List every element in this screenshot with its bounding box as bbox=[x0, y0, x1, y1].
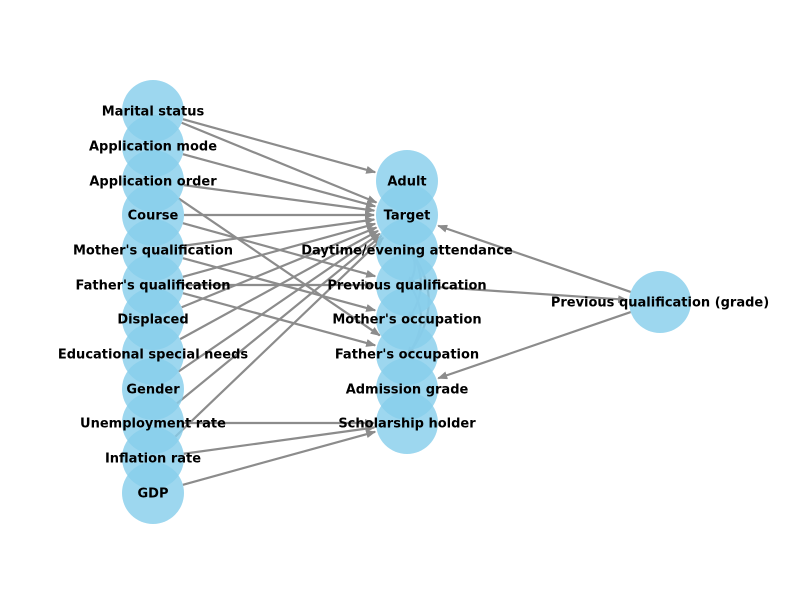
node-label-admission: Admission grade bbox=[346, 383, 469, 398]
edge-prev_grade-to-target bbox=[437, 224, 632, 293]
edge-app_mode-to-target bbox=[182, 153, 377, 208]
edge-inflation-to-target bbox=[174, 237, 384, 438]
node-label-father_occ: Father's occupation bbox=[335, 348, 479, 363]
node-label-marital: Marital status bbox=[102, 105, 205, 120]
edge-marital-to-target bbox=[181, 121, 378, 204]
edge-gdp-to-scholarship bbox=[182, 430, 377, 486]
edge-mother_qual-to-target bbox=[183, 216, 376, 247]
edge-app_order-to-target bbox=[183, 184, 376, 214]
node-label-app_mode: Application mode bbox=[89, 140, 217, 155]
node-scholarship bbox=[376, 392, 438, 454]
node-gdp bbox=[122, 462, 184, 524]
node-label-inflation: Inflation rate bbox=[105, 452, 201, 467]
node-label-gdp: GDP bbox=[138, 487, 169, 502]
node-label-mother_occ: Mother's occupation bbox=[332, 313, 481, 328]
edge-father_qual-to-target bbox=[182, 222, 377, 278]
node-label-displaced: Displaced bbox=[117, 313, 188, 328]
edge-displaced-to-target bbox=[181, 226, 378, 309]
edge-edu_needs-to-target bbox=[179, 229, 379, 341]
edge-unemployment-to-target bbox=[176, 235, 383, 405]
node-label-edu_needs: Educational special needs bbox=[58, 348, 249, 363]
node-label-father_qual: Father's qualification bbox=[75, 279, 230, 294]
edge-gender-to-target bbox=[177, 232, 381, 373]
node-label-target: Target bbox=[384, 209, 431, 224]
edges-layer bbox=[174, 118, 632, 486]
node-label-course: Course bbox=[128, 209, 179, 224]
edge-marital-to-adult bbox=[182, 118, 377, 174]
node-label-prev_qual: Previous qualification bbox=[327, 279, 486, 294]
node-prev_grade bbox=[629, 271, 691, 333]
node-label-unemployment: Unemployment rate bbox=[80, 417, 226, 432]
edge-prev_qual-to-prev_grade bbox=[437, 285, 629, 304]
node-label-gender: Gender bbox=[126, 383, 180, 398]
node-label-scholarship: Scholarship holder bbox=[338, 417, 476, 432]
edge-prev_grade-to-admission bbox=[437, 311, 632, 380]
node-label-app_order: Application order bbox=[89, 175, 217, 190]
node-label-prev_grade: Previous qualification (grade) bbox=[551, 296, 769, 311]
edge-inflation-to-scholarship bbox=[183, 424, 376, 455]
node-label-mother_qual: Mother's qualification bbox=[73, 244, 233, 259]
node-label-adult: Adult bbox=[387, 175, 426, 190]
node-label-daytime: Daytime/evening attendance bbox=[301, 244, 513, 259]
